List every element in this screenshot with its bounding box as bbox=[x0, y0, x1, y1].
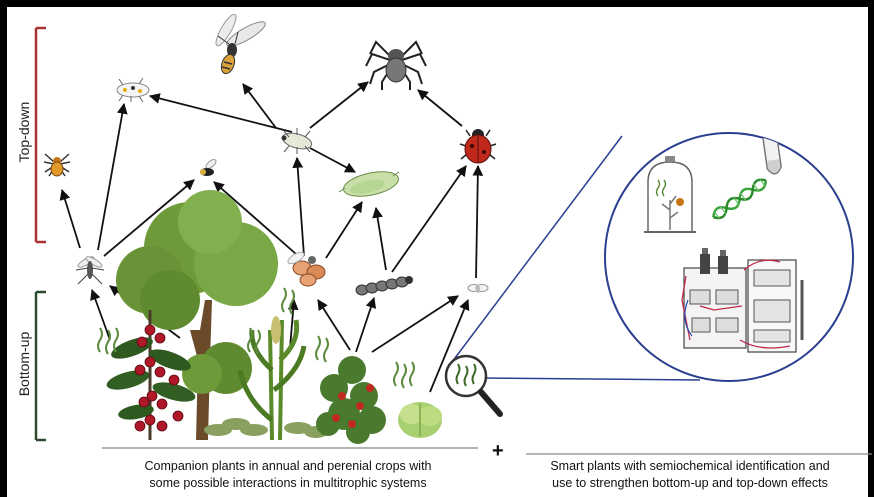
tomato-plant-icon bbox=[316, 356, 386, 444]
mosquito-icon bbox=[76, 255, 104, 284]
left-caption-line-2: some possible interactions in multitroph… bbox=[90, 475, 486, 492]
left-caption: Companion plants in annual and perenial … bbox=[90, 458, 486, 492]
bottom-up-label: Bottom-up bbox=[16, 324, 32, 404]
top-down-label: Top-down bbox=[16, 92, 32, 172]
green-bug-icon bbox=[339, 167, 401, 200]
lacewing-larva-icon bbox=[281, 128, 314, 154]
top-down-bracket bbox=[36, 28, 46, 242]
right-caption: Smart plants with semiochemical identifi… bbox=[512, 458, 868, 492]
wasp-icon bbox=[213, 12, 268, 76]
ladybug-icon bbox=[460, 129, 496, 163]
right-caption-line-1: Smart plants with semiochemical identifi… bbox=[512, 458, 868, 475]
whitefly-icon bbox=[468, 285, 488, 294]
plus-sign: + bbox=[492, 440, 504, 463]
larva-icon bbox=[117, 78, 149, 102]
spider-icon bbox=[366, 42, 426, 90]
caterpillar-icon bbox=[356, 276, 413, 295]
bottom-up-bracket bbox=[36, 292, 46, 440]
small-spider-icon bbox=[44, 154, 70, 176]
right-caption-line-2: use to strengthen bottom-up and top-down… bbox=[512, 475, 868, 492]
hoverfly-icon bbox=[200, 158, 218, 176]
aphid-cluster-icon bbox=[286, 250, 325, 286]
lettuce-icon bbox=[398, 402, 442, 438]
left-caption-line-1: Companion plants in annual and perenial … bbox=[90, 458, 486, 475]
herb-plant-icon bbox=[204, 418, 328, 438]
